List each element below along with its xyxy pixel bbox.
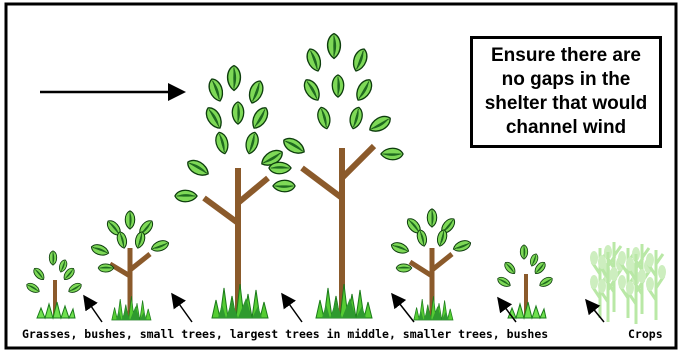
grass-plant bbox=[25, 251, 83, 318]
note-line: Ensure there are bbox=[485, 44, 648, 68]
wind-arrow-icon bbox=[40, 83, 186, 101]
bush-left bbox=[90, 211, 170, 320]
note-line: shelter that would bbox=[485, 92, 648, 116]
crops-icon bbox=[590, 242, 666, 324]
caption: Grasses, bushes, small trees, largest tr… bbox=[22, 327, 678, 347]
note-line: no gaps in the bbox=[485, 68, 648, 92]
smaller-tree-right bbox=[390, 209, 472, 320]
wind-gap-note: Ensure there are no gaps in the shelter … bbox=[470, 36, 662, 148]
note-line: channel wind bbox=[485, 116, 648, 140]
caption-crops: Crops bbox=[628, 327, 663, 341]
large-tree-right bbox=[269, 34, 403, 318]
caption-sequence: Grasses, bushes, small trees, largest tr… bbox=[22, 327, 548, 341]
large-tree-left bbox=[175, 66, 295, 318]
